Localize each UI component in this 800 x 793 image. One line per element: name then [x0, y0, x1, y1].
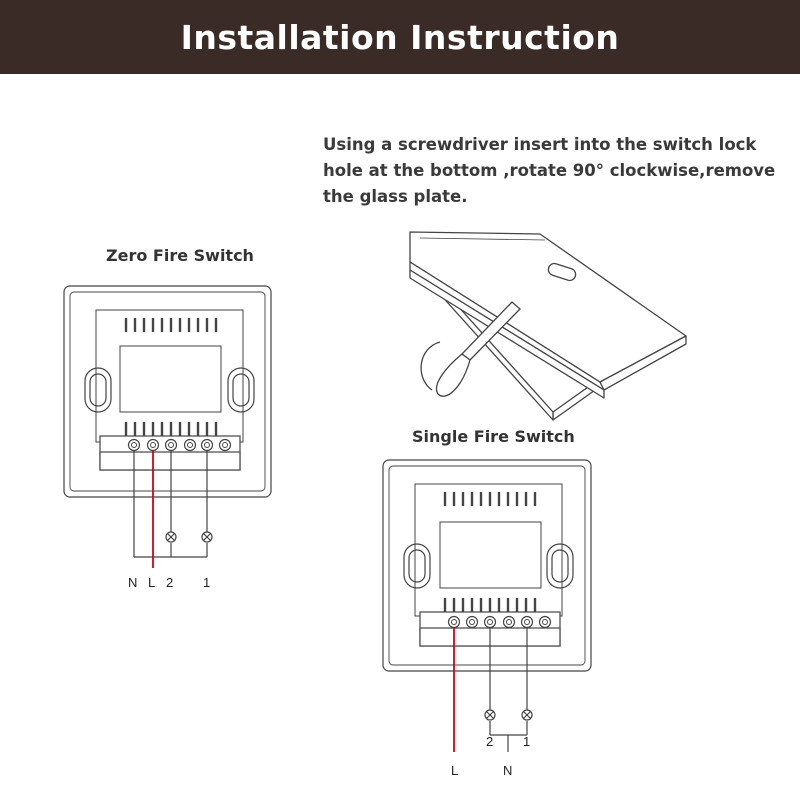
lamp-icon	[521, 709, 533, 721]
zero-fire-switch-title: Zero Fire Switch	[106, 246, 254, 265]
instruction-text: Using a screwdriver insert into the swit…	[323, 135, 776, 206]
zero-fire-switch-diagram	[63, 285, 272, 568]
single-label-1: 1	[523, 734, 530, 749]
page-title: Installation Instruction	[180, 17, 620, 57]
zero-label-n: N	[128, 575, 137, 590]
lamp-icon	[201, 531, 213, 543]
single-fire-switch-diagram	[382, 459, 592, 752]
single-label-n: N	[503, 763, 512, 778]
lamp-icon	[484, 709, 496, 721]
screwdriver-icon	[420, 301, 521, 397]
zero-label-2: 2	[166, 575, 173, 590]
single-label-2: 2	[486, 734, 493, 749]
zero-label-1: 1	[203, 575, 210, 590]
header-banner: Installation Instruction	[0, 0, 800, 74]
glass-plate-illustration	[409, 231, 687, 421]
zero-label-l: L	[148, 575, 155, 590]
single-label-l: L	[451, 763, 458, 778]
lamp-icon	[165, 531, 177, 543]
single-fire-switch-title: Single Fire Switch	[412, 427, 575, 446]
